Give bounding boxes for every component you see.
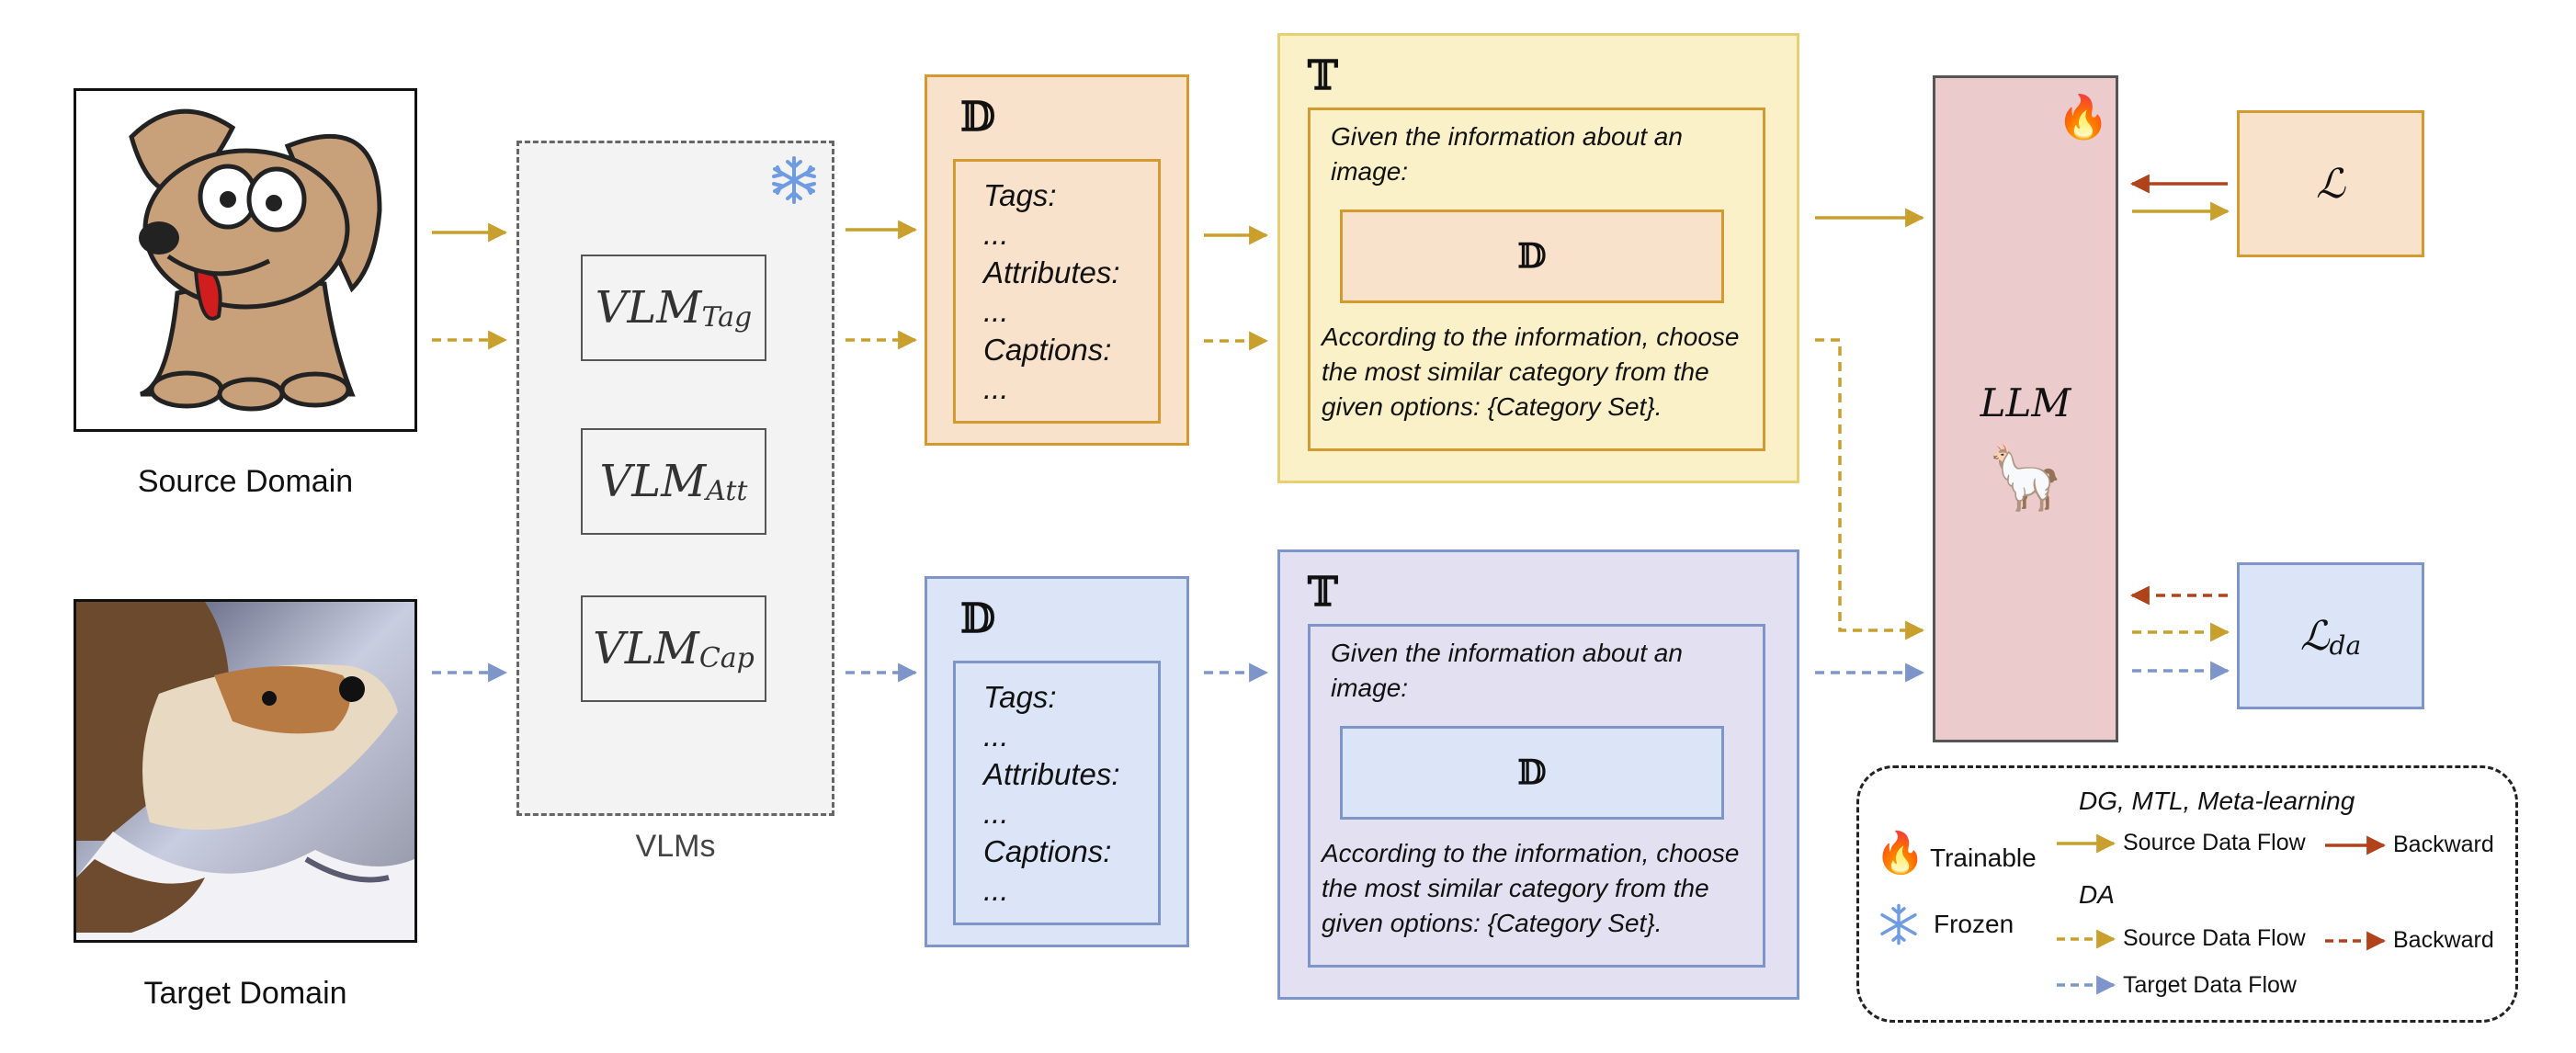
legend bbox=[1856, 765, 2518, 1023]
painted-dog-icon bbox=[76, 602, 414, 940]
t-inner-source: Given the information about an image: 𝔻 … bbox=[1308, 108, 1765, 451]
d-line-dots2: ... bbox=[983, 796, 1009, 830]
d-line-dots2: ... bbox=[983, 294, 1009, 328]
legend-snowflake-icon bbox=[1877, 902, 1921, 946]
legend-dg-heading: DG, MTL, Meta-learning bbox=[2079, 787, 2355, 815]
t-symbol-source: 𝕋 bbox=[1308, 52, 1338, 99]
loss-da-sub: da bbox=[2329, 629, 2362, 661]
d-line-tags: Tags: bbox=[983, 178, 1057, 212]
vlm-cap-sub: Cap bbox=[698, 641, 755, 674]
vlm-tag-sub: Tag bbox=[701, 300, 753, 334]
t-inner-target: Given the information about an image: 𝔻 … bbox=[1308, 624, 1765, 968]
legend-dg-backward: Backward bbox=[2393, 832, 2494, 857]
arrow-t-to-llm-da bbox=[1815, 338, 1925, 640]
d-line-attributes: Attributes: bbox=[983, 757, 1120, 791]
cartoon-dog-icon bbox=[76, 91, 414, 429]
d-line-dots3: ... bbox=[983, 371, 1009, 405]
d-line-dots3: ... bbox=[983, 873, 1009, 907]
legend-da-target: Target Data Flow bbox=[2123, 972, 2297, 998]
legend-frozen: Frozen bbox=[1934, 910, 2014, 938]
fire-icon: 🔥 bbox=[2057, 93, 2110, 141]
snowflake-icon bbox=[768, 154, 820, 206]
d-symbol-target: 𝔻 bbox=[960, 595, 996, 642]
legend-da-heading: DA bbox=[2079, 880, 2115, 909]
loss-symbol: ℒ bbox=[2316, 160, 2345, 208]
t-block-target: 𝕋 Given the information about an image: … bbox=[1277, 549, 1799, 1000]
vlm-att-base: VLM bbox=[599, 456, 707, 507]
t-intro-target: Given the information about an image: bbox=[1331, 639, 1683, 702]
t-d-box-target: 𝔻 bbox=[1340, 726, 1724, 820]
t-question-source: According to the information, choose the… bbox=[1322, 323, 1740, 421]
legend-fire-icon: 🔥 bbox=[1875, 831, 1925, 876]
d-line-dots1: ... bbox=[983, 719, 1009, 753]
source-domain-label: Source Domain bbox=[137, 464, 354, 499]
d-line-attributes: Attributes: bbox=[983, 255, 1120, 289]
legend-dg-source: Source Data Flow bbox=[2123, 830, 2306, 855]
d-line-dots1: ... bbox=[983, 217, 1009, 251]
t-block-source: 𝕋 Given the information about an image: … bbox=[1277, 33, 1799, 483]
d-block-source: 𝔻 Tags: ... Attributes: ... Captions: ..… bbox=[925, 74, 1189, 446]
loss-da-symbol: ℒ bbox=[2299, 612, 2330, 660]
t-d-box-source: 𝔻 bbox=[1340, 209, 1724, 303]
d-line-captions: Captions: bbox=[983, 333, 1112, 367]
vlms-label: VLMs bbox=[635, 829, 716, 864]
vlm-tag-base: VLM bbox=[595, 282, 702, 334]
llama-icon: 🦙 bbox=[1986, 443, 2065, 513]
llm-label: LLM bbox=[1980, 380, 2071, 425]
legend-trainable: Trainable bbox=[1930, 844, 2037, 872]
d-symbol-source: 𝔻 bbox=[960, 94, 996, 141]
loss-box: ℒ bbox=[2237, 110, 2424, 257]
t-question-target: According to the information, choose the… bbox=[1322, 839, 1740, 937]
t-intro-source: Given the information about an image: bbox=[1331, 122, 1683, 186]
t-d-symbol-target: 𝔻 bbox=[1517, 753, 1547, 792]
d-line-captions: Captions: bbox=[983, 834, 1112, 868]
source-domain-image bbox=[74, 88, 417, 432]
llm-block bbox=[1933, 75, 2118, 742]
d-inner-target: Tags: ... Attributes: ... Captions: ... bbox=[953, 661, 1161, 925]
t-symbol-target: 𝕋 bbox=[1308, 569, 1338, 616]
legend-da-backward: Backward bbox=[2393, 927, 2494, 953]
target-domain-label: Target Domain bbox=[143, 976, 347, 1011]
t-d-symbol-source: 𝔻 bbox=[1517, 237, 1547, 276]
d-block-target: 𝔻 Tags: ... Attributes: ... Captions: ..… bbox=[925, 576, 1189, 947]
vlm-cap-base: VLM bbox=[593, 623, 699, 674]
legend-da-source: Source Data Flow bbox=[2123, 925, 2306, 951]
d-line-tags: Tags: bbox=[983, 680, 1057, 714]
d-inner-source: Tags: ... Attributes: ... Captions: ... bbox=[953, 159, 1161, 424]
target-domain-image bbox=[74, 599, 417, 943]
vlm-att-sub: Att bbox=[706, 474, 748, 507]
